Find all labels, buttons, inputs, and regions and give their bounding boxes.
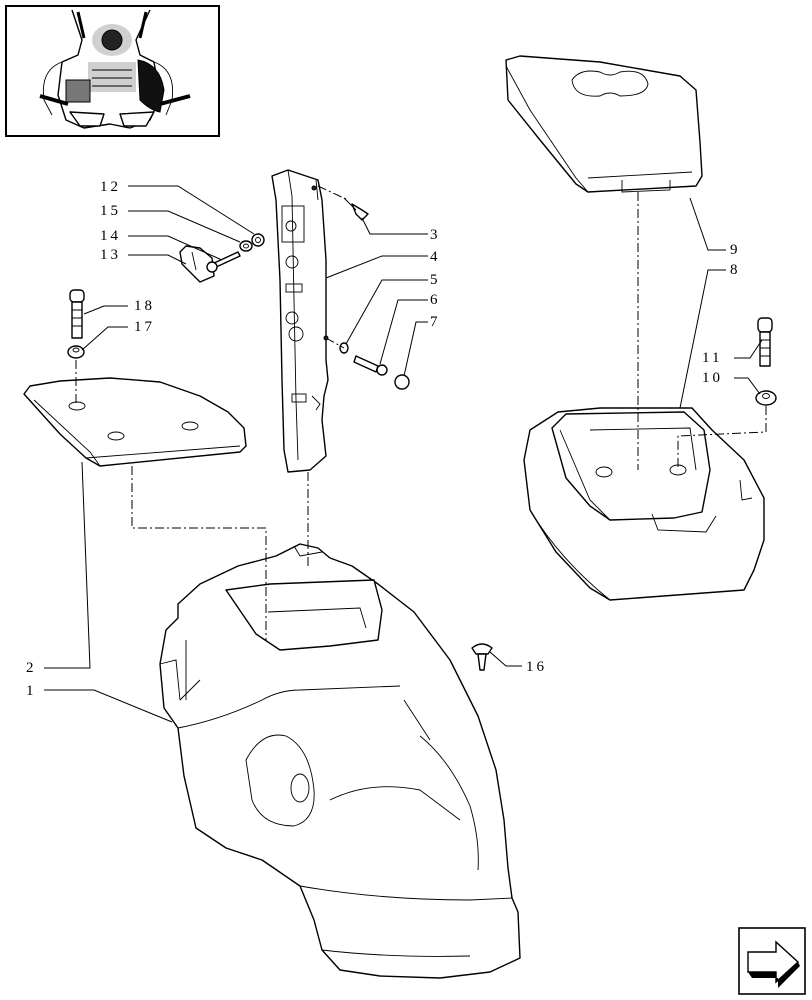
callout-18: 18 (134, 298, 155, 314)
nut-12 (251, 233, 265, 247)
bolt-14 (206, 251, 241, 273)
screw-3 (343, 197, 369, 221)
cap-7 (394, 374, 410, 390)
washer-17 (67, 345, 85, 359)
bracket-13 (179, 245, 215, 283)
callout-11: 11 (702, 350, 722, 366)
callout-3: 3 (430, 227, 441, 243)
location-thumbnail (5, 5, 220, 137)
callout-8: 8 (730, 262, 741, 278)
callout-17: 17 (134, 319, 155, 335)
callout-labels: 1 2 3 4 5 6 7 8 9 10 11 12 13 14 15 16 1… (26, 179, 741, 699)
main-console-cover (159, 543, 521, 979)
leader-lines (44, 185, 763, 723)
callout-16: 16 (526, 659, 547, 675)
cup-holder-base (523, 407, 765, 601)
callout-6: 6 (430, 292, 441, 308)
callout-9: 9 (730, 242, 741, 258)
side-plate (23, 377, 247, 467)
bolt-6 (353, 355, 388, 376)
callout-12: 12 (100, 179, 121, 195)
callout-15: 15 (100, 203, 121, 219)
callout-14: 14 (100, 228, 121, 244)
callout-4: 4 (430, 249, 441, 265)
bolt-18 (69, 289, 85, 339)
callout-2: 2 (26, 660, 37, 676)
cup-holder-top (505, 55, 703, 193)
callout-5: 5 (430, 272, 441, 288)
next-page-arrow-icon[interactable] (738, 927, 806, 995)
callout-1: 1 (26, 683, 37, 699)
vertical-post (271, 169, 329, 473)
callout-13: 13 (100, 247, 121, 263)
washer-10 (755, 390, 777, 406)
callout-7: 7 (430, 314, 441, 330)
washer-15 (239, 240, 253, 252)
assembly-lines (75, 185, 767, 640)
callout-10: 10 (702, 370, 723, 386)
push-clip-16 (471, 643, 493, 671)
